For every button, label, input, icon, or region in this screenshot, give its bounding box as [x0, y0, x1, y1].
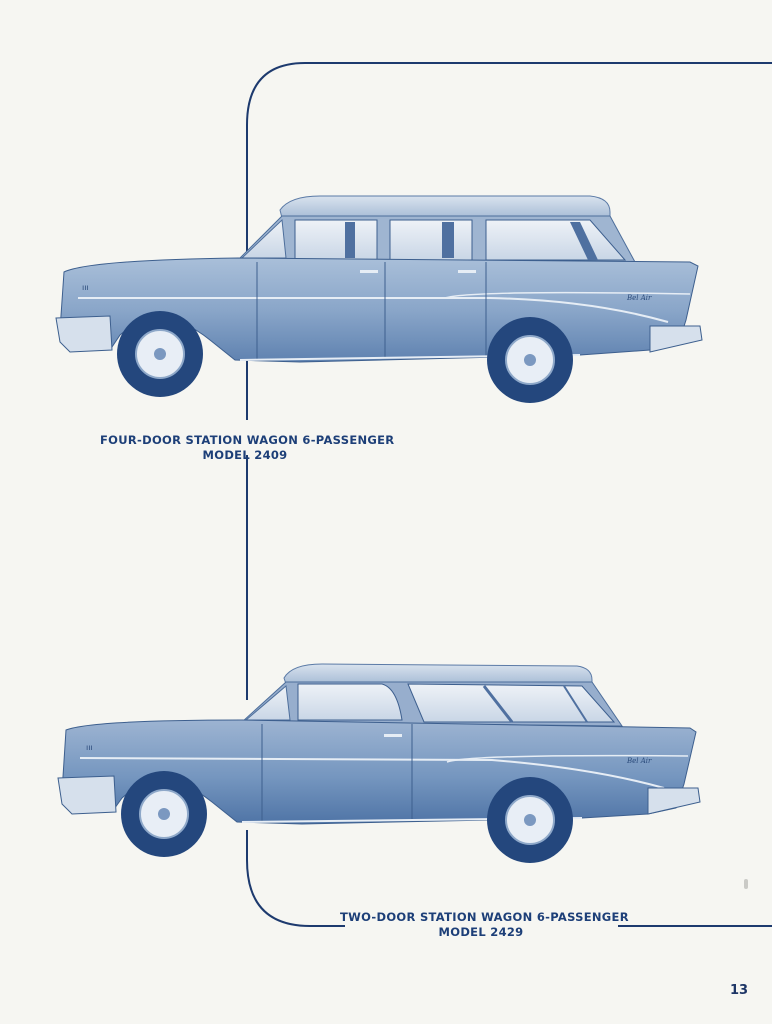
two-door-station-wagon-illustration: ııı Bel Air: [57, 663, 701, 863]
four-door-caption: FOUR-DOOR STATION WAGON 6-PASSENGER MODE…: [100, 433, 395, 463]
svg-text:Bel Air: Bel Air: [626, 757, 652, 765]
caption-title: TWO-DOOR STATION WAGON 6-PASSENGER: [340, 910, 629, 924]
four-door-station-wagon-illustration: ııı Bel Air: [55, 195, 703, 403]
svg-text:Bel Air: Bel Air: [626, 294, 652, 302]
page-number: 13: [730, 983, 749, 998]
two-door-caption: TWO-DOOR STATION WAGON 6-PASSENGER MODEL…: [340, 910, 629, 940]
caption-model: MODEL 2409: [202, 448, 288, 462]
print-smudge: [744, 879, 748, 889]
caption-title: FOUR-DOOR STATION WAGON 6-PASSENGER: [100, 433, 395, 447]
caption-model: MODEL 2429: [438, 925, 524, 939]
svg-text:ııı: ııı: [86, 743, 93, 752]
svg-text:ııı: ııı: [82, 283, 89, 292]
